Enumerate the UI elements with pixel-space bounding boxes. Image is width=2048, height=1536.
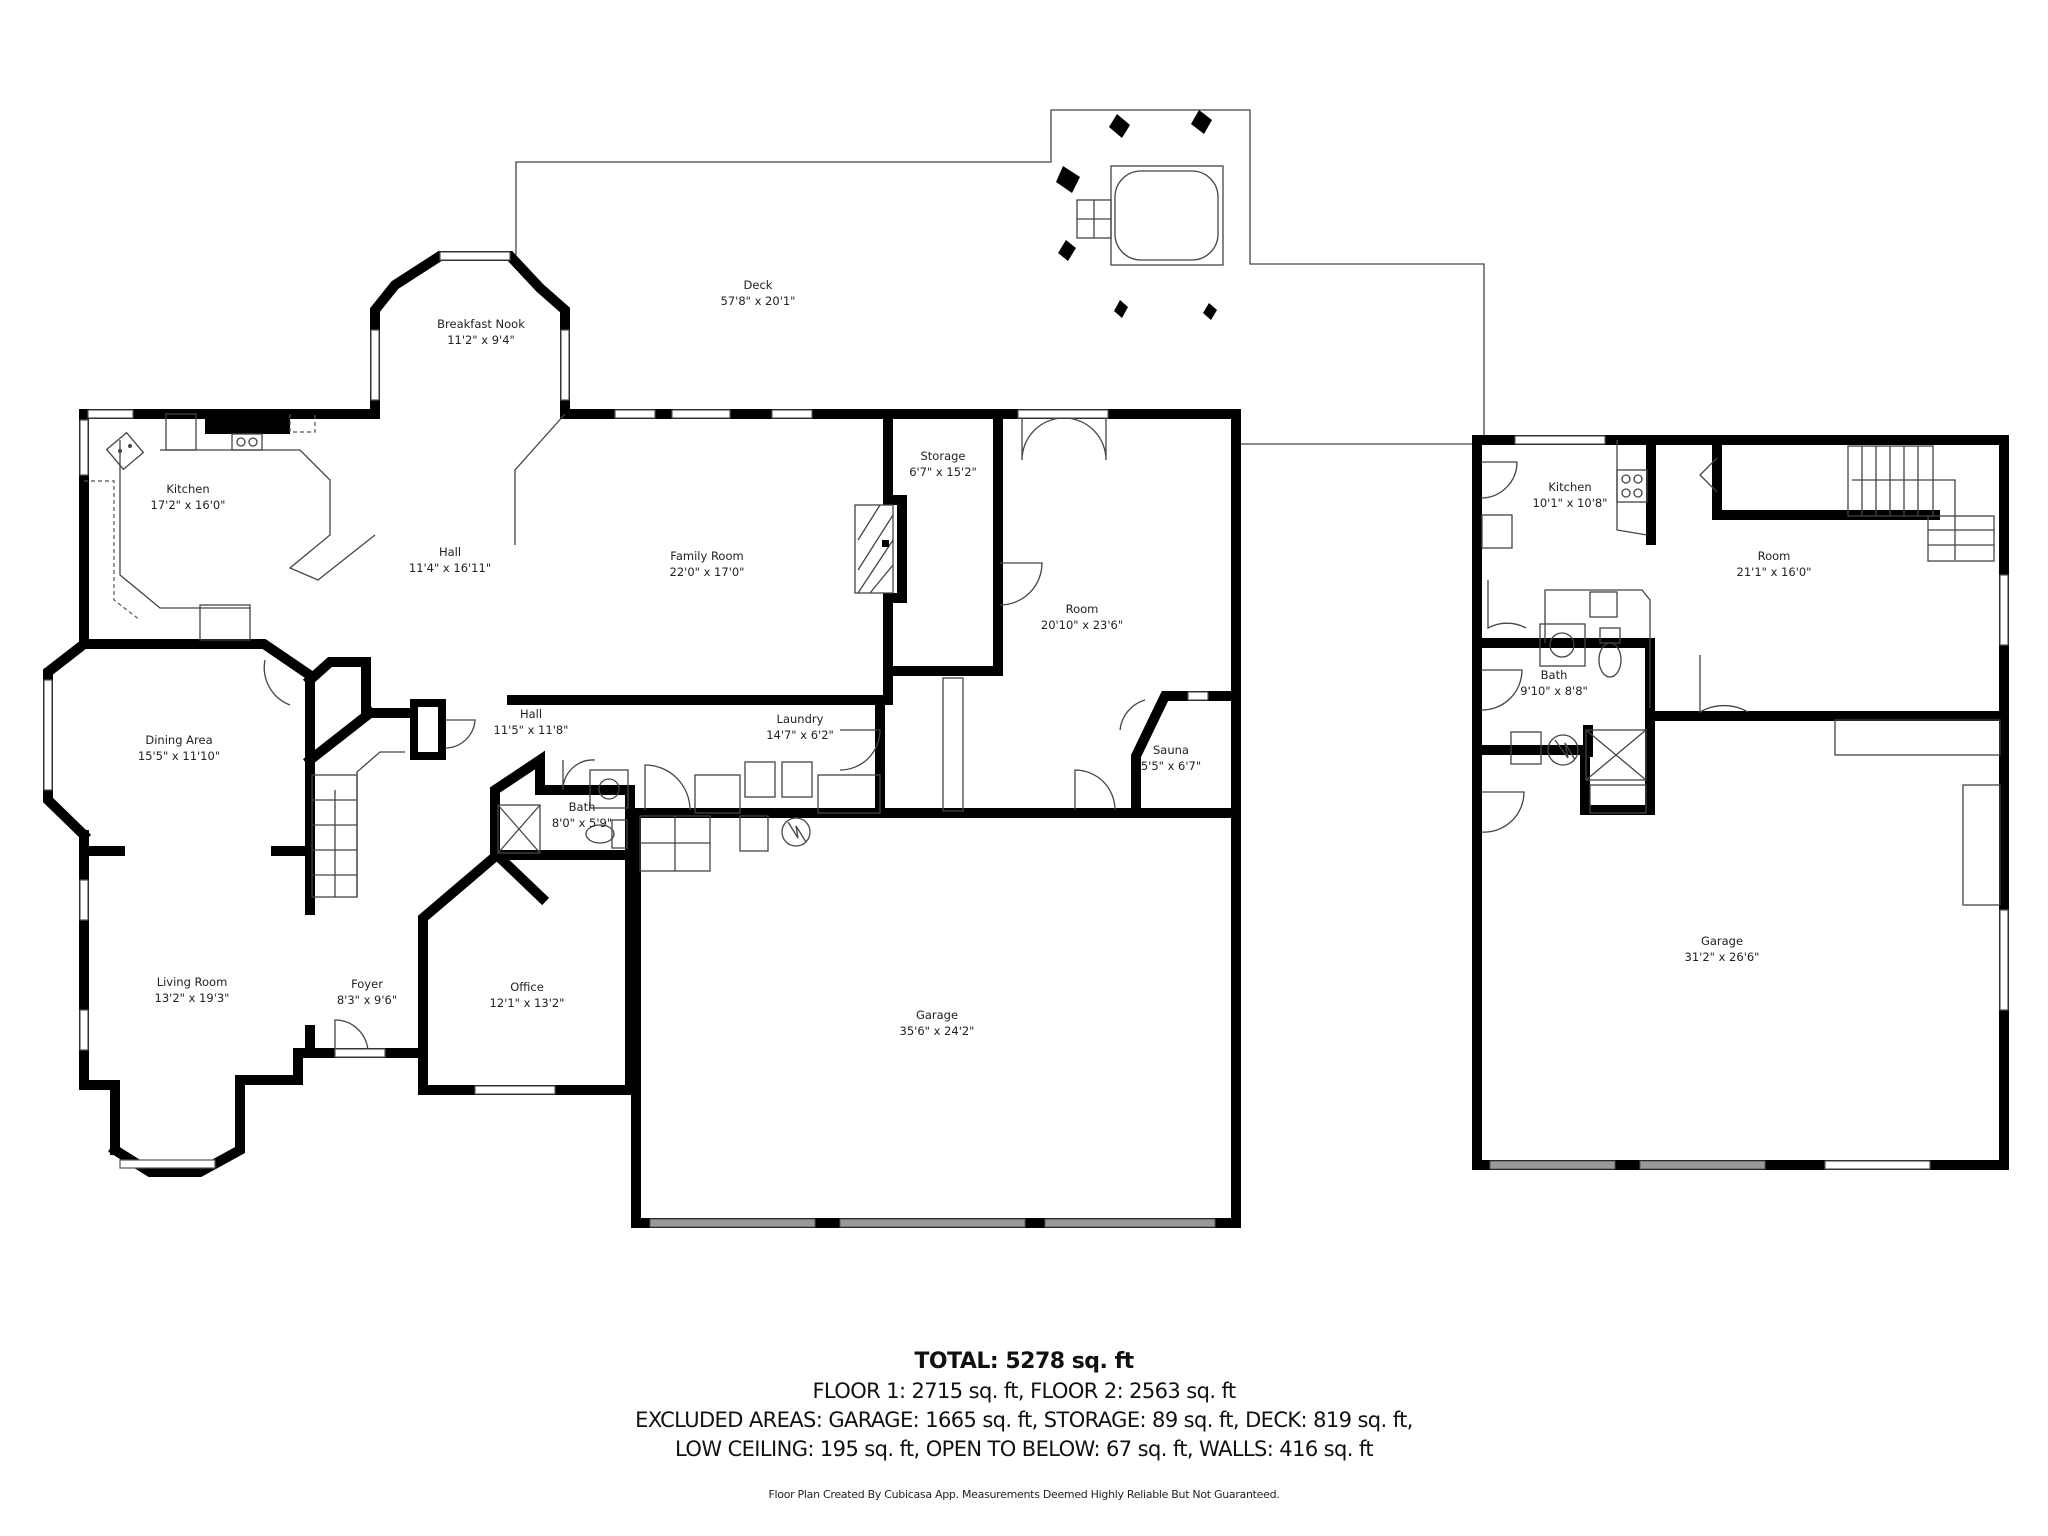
room-name: Hall [519, 707, 543, 721]
room-dimensions: 35'6" x 24'2" [899, 1024, 975, 1038]
window-icon [1489, 435, 2009, 1170]
room-label-sauna: Sauna 5'5" x 6'7" [1141, 742, 1201, 774]
room-name: Hall [438, 545, 462, 559]
floor1-walls [43, 251, 1241, 1228]
room-dimensions: 15'5" x 11'10" [137, 749, 221, 763]
hot-tub-icon [1076, 165, 1224, 266]
fireplace-icon [854, 504, 894, 594]
room-name: Room [1065, 602, 1099, 616]
room-label-laundry: Laundry 14'7" x 6'2" [766, 711, 834, 743]
room-dimensions: 20'10" x 23'6" [1040, 618, 1124, 632]
room-label-foyer: Foyer 8'3" x 9'6" [337, 976, 397, 1008]
floor2-fixtures [1481, 440, 2001, 906]
room-name: Family Room [670, 549, 744, 563]
room-name: Deck [743, 278, 773, 292]
excluded-areas-line2: LOW CEILING: 195 sq. ft, OPEN TO BELOW: … [675, 1437, 1374, 1461]
room-label-garage-floor2: Garage 31'2" x 26'6" [1685, 933, 1760, 965]
room-name: Garage [915, 1008, 959, 1022]
room-label-bath-floor2: Bath 9'10" x 8'8" [1520, 667, 1588, 699]
window-icon [43, 251, 1216, 1228]
room-name: Breakfast Nook [437, 317, 525, 331]
room-dimensions: 11'2" x 9'4" [447, 333, 515, 347]
room-label-hall-upper: Hall 11'4" x 16'11" [409, 544, 491, 576]
room-name: Storage [920, 449, 966, 463]
door-swing-icon [263, 417, 1146, 1054]
room-label-dining-area: Dining Area 15'5" x 11'10" [138, 732, 220, 764]
shower-icon [497, 804, 541, 854]
room-name: Sauna [1153, 743, 1189, 757]
kitchen-counters [84, 413, 376, 641]
room-label-kitchen-floor2: Kitchen 10'1" x 10'8" [1533, 479, 1608, 511]
sink-icon [105, 431, 145, 471]
room-name: Bath [1540, 668, 1568, 682]
room-dimensions: 31'2" x 26'6" [1684, 950, 1760, 964]
room-label-room: Room 20'10" x 23'6" [1041, 601, 1123, 633]
room-dimensions: 14'7" x 6'2" [766, 728, 834, 742]
stairs-icon [1847, 445, 1995, 562]
room-dimensions: 12'1" x 13'2" [489, 996, 565, 1010]
room-name: Kitchen [166, 482, 210, 496]
room-label-living-room: Living Room 13'2" x 19'3" [155, 974, 230, 1006]
excluded-areas-line1: EXCLUDED AREAS: GARAGE: 1665 sq. ft, STO… [635, 1408, 1413, 1432]
room-dimensions: 6'7" x 15'2" [909, 465, 977, 479]
deck-chair-icon [1056, 110, 1217, 320]
room-label-storage: Storage 6'7" x 15'2" [909, 448, 977, 480]
room-label-room-floor2: Room 21'1" x 16'0" [1737, 548, 1812, 580]
room-dimensions: 5'5" x 6'7" [1140, 759, 1202, 773]
total-area: TOTAL: 5278 sq. ft [914, 1349, 1134, 1374]
room-dimensions: 21'1" x 16'0" [1736, 565, 1812, 579]
toilet-icon [585, 819, 628, 849]
room-dimensions: 22'0" x 17'0" [669, 565, 745, 579]
room-name: Room [1757, 549, 1791, 563]
deck-outline [515, 109, 1485, 445]
room-label-garage-floor1: Garage 35'6" x 24'2" [900, 1007, 975, 1039]
room-label-hall-lower: Hall 11'5" x 11'8" [494, 706, 569, 738]
laundry-appliances [694, 761, 881, 852]
room-name: Garage [1700, 934, 1744, 948]
room-name: Office [510, 980, 544, 994]
room-name: Foyer [351, 977, 383, 991]
room-dimensions: 9'10" x 8'8" [1520, 684, 1588, 698]
room-name: Kitchen [1548, 480, 1592, 494]
door-swing-icon [1480, 457, 1749, 833]
room-dimensions: 57'8" x 20'1" [720, 294, 796, 308]
stairs-icon [311, 751, 711, 898]
room-label-breakfast-nook: Breakfast Nook 11'2" x 9'4" [437, 316, 525, 348]
room-dimensions: 13'2" x 19'3" [154, 991, 230, 1005]
floor-areas: FLOOR 1: 2715 sq. ft, FLOOR 2: 2563 sq. … [812, 1379, 1236, 1403]
room-dimensions: 11'4" x 16'11" [408, 561, 492, 575]
room-dimensions: 8'0" x 5'9" [551, 816, 613, 830]
room-label-family-room: Family Room 22'0" x 17'0" [670, 548, 745, 580]
room-name: Bath [568, 800, 596, 814]
room-dimensions: 10'1" x 10'8" [1532, 496, 1608, 510]
room-name: Dining Area [145, 733, 213, 747]
disclaimer: Floor Plan Created By Cubicasa App. Meas… [768, 1488, 1280, 1501]
room-label-bath: Bath 8'0" x 5'9" [552, 799, 612, 831]
sink-icon [589, 769, 629, 809]
room-label-kitchen: Kitchen 17'2" x 16'0" [151, 481, 226, 513]
room-name: Living Room [156, 975, 228, 989]
water-heater-icon [781, 817, 811, 847]
room-dimensions: 8'3" x 9'6" [336, 993, 398, 1007]
room-name: Laundry [776, 712, 824, 726]
room-label-deck: Deck 57'8" x 20'1" [721, 277, 796, 309]
room-dimensions: 11'5" x 11'8" [493, 723, 569, 737]
room-label-office: Office 12'1" x 13'2" [490, 979, 565, 1011]
room-dimensions: 17'2" x 16'0" [150, 498, 226, 512]
